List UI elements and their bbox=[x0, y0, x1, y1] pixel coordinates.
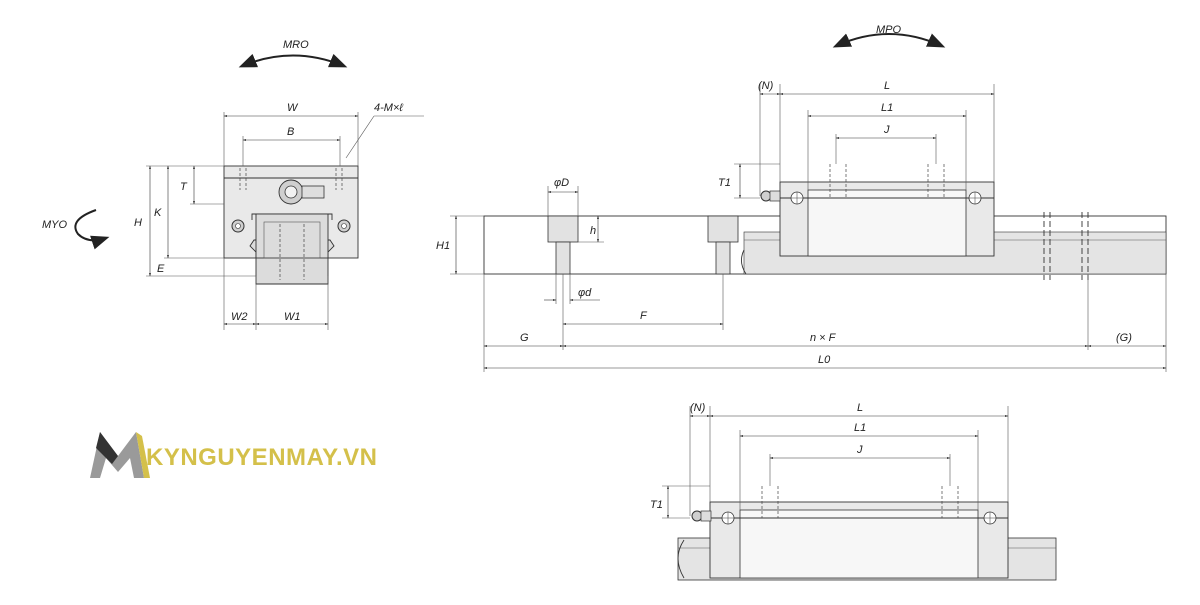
moment-yaw-label: MYO bbox=[42, 219, 68, 231]
logo-m-icon bbox=[90, 432, 150, 478]
dim-label-side-view-g: G bbox=[520, 332, 529, 344]
dim-label-detail-view-l1: L1 bbox=[854, 422, 866, 434]
dim-label-detail-view-l: L bbox=[857, 402, 863, 414]
dim-label-side-view-h1: H1 bbox=[436, 240, 450, 252]
dim-label-detail-view-j: J bbox=[856, 444, 863, 456]
watermark: KYNGUYENMAY.VN bbox=[90, 432, 378, 478]
dim-label-side-view-nf: n × F bbox=[810, 332, 837, 344]
dim-label-front-view-w: W bbox=[287, 102, 299, 114]
dim-label-side-view-gp: (G) bbox=[1116, 332, 1132, 344]
dim-label-side-view-phid: φd bbox=[578, 287, 592, 299]
dim-label-front-view-k: K bbox=[154, 207, 162, 219]
roll-moment-arrow bbox=[238, 53, 348, 68]
dim-label-front-view-h: H bbox=[134, 217, 142, 229]
dim-label-front-view-w1: W1 bbox=[284, 311, 301, 323]
dim-label-front-view-w2: W2 bbox=[231, 311, 248, 323]
dim-label-front-view-m: 4-M×ℓ bbox=[374, 102, 403, 114]
dim-label-front-view-b: B bbox=[287, 126, 294, 138]
dim-label-side-view-t1: T1 bbox=[718, 177, 731, 189]
dim-label-detail-view-n: (N) bbox=[690, 402, 706, 414]
grease-nipple-side bbox=[760, 190, 772, 202]
counterbore-1 bbox=[547, 215, 579, 243]
moment-roll-label: MRO bbox=[283, 39, 309, 51]
dim-label-detail-view-t1: T1 bbox=[650, 499, 663, 511]
dim-label-front-view-e: E bbox=[157, 263, 165, 275]
dim-label-side-view-n: (N) bbox=[758, 80, 774, 92]
front-view: MRO MYO W B 4-M× bbox=[42, 39, 424, 330]
side-view: MPO (N) L bbox=[436, 24, 1167, 372]
detail-view: (N) L L1 J T1 bbox=[650, 402, 1057, 581]
dim-label-front-view-t: T bbox=[180, 181, 188, 193]
dim-label-side-view-h: h bbox=[590, 225, 596, 237]
pitch-moment-arrow bbox=[832, 33, 946, 48]
dim-label-side-view-j: J bbox=[883, 124, 890, 136]
dim-label-side-view-f: F bbox=[640, 310, 648, 322]
watermark-text: KYNGUYENMAY.VN bbox=[146, 444, 378, 471]
dim-label-side-view-l0: L0 bbox=[818, 354, 831, 366]
grease-nipple-detail bbox=[691, 510, 703, 522]
counterbore-2 bbox=[707, 215, 739, 243]
yaw-moment-arrow bbox=[74, 209, 110, 250]
moment-pitch-label: MPO bbox=[876, 24, 902, 36]
dim-label-side-view-l1: L1 bbox=[881, 102, 893, 114]
dim-label-side-view-phid: φD bbox=[554, 177, 569, 189]
dim-label-side-view-l: L bbox=[884, 80, 890, 92]
